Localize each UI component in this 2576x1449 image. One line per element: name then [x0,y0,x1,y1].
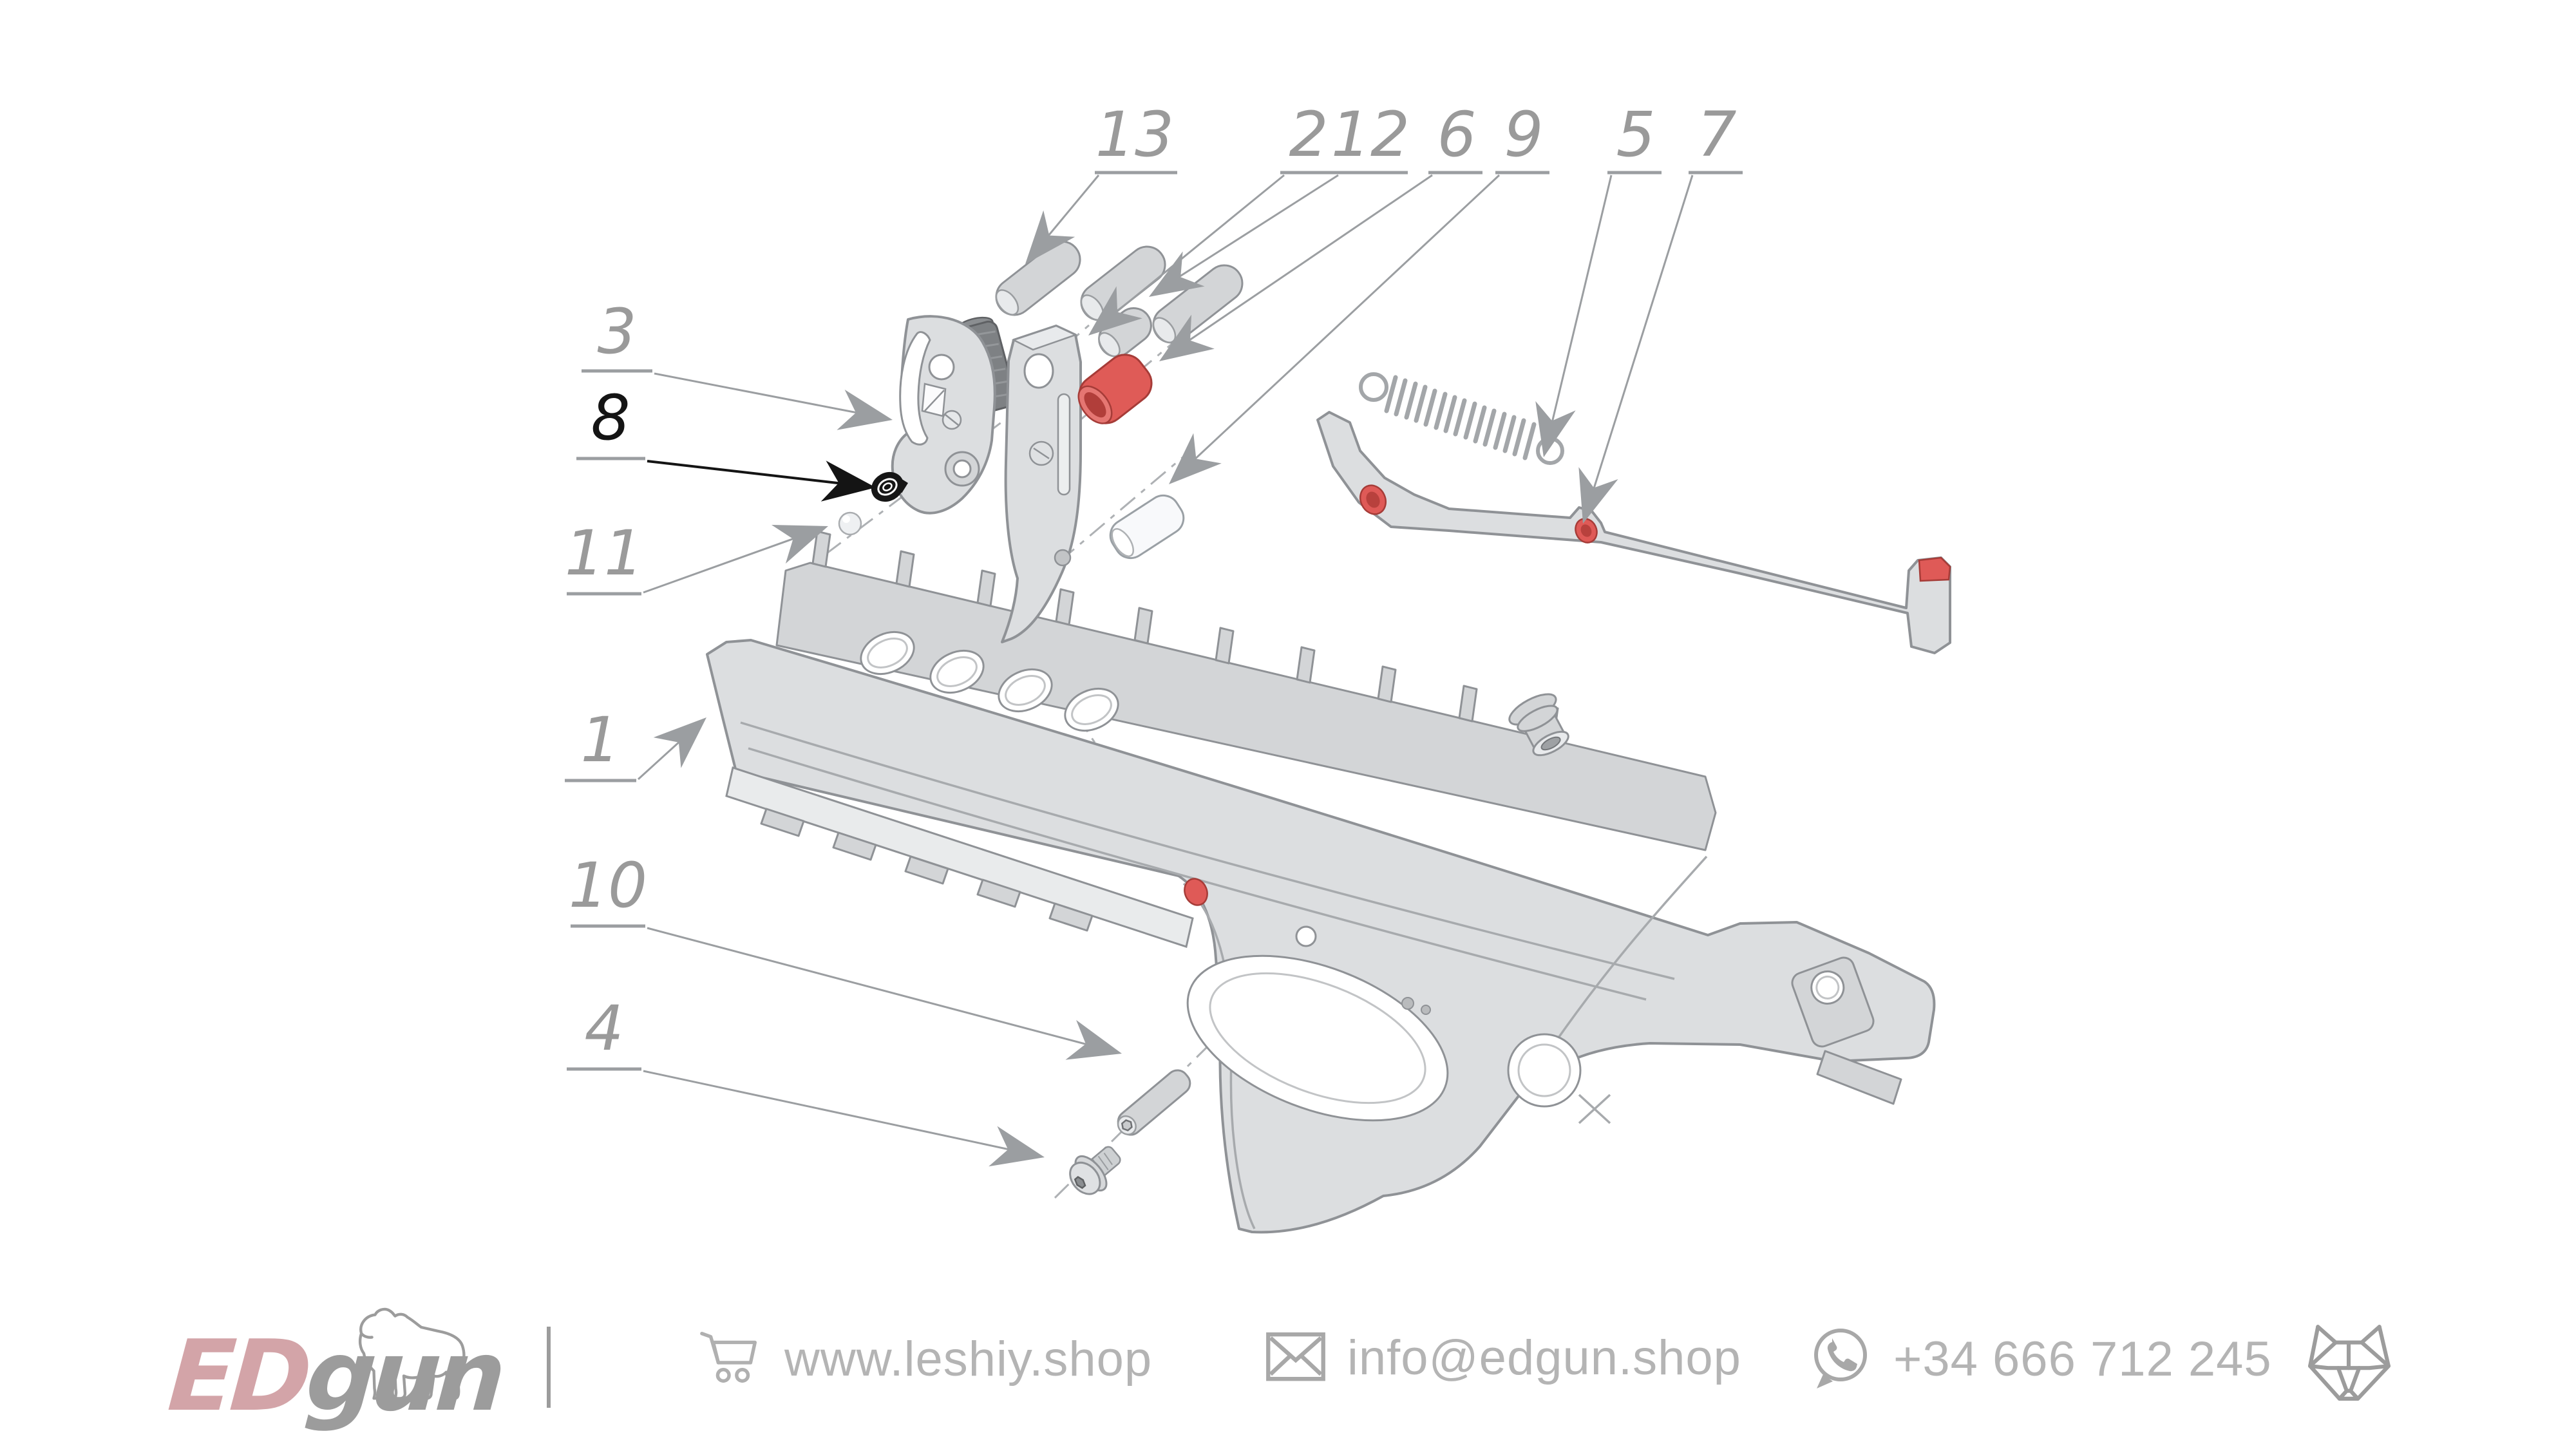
steel-ball-part [838,511,862,536]
callout-9: 9 [1504,99,1543,171]
callout-3: 3 [597,296,636,368]
bushing-part [1508,693,1569,757]
pin-part-13 [995,240,1081,316]
sear-red-tip [1918,556,1951,582]
receiver-holes [860,630,1119,732]
red-bushing-part [1077,354,1153,424]
callout-13: 13 [1095,99,1174,171]
pin-part-6 [1152,264,1244,344]
brand-text-primary: ED [164,1319,311,1433]
envelope-icon [1266,1332,1325,1381]
cart-icon [700,1332,757,1383]
sear-bar-part [1316,411,1951,654]
contact-email[interactable]: info@edgun.shop [1264,1328,1741,1387]
spring-coil [1384,375,1537,460]
receiver-foot [1816,1050,1902,1105]
rail-teeth [760,808,1094,932]
callout-1: 1 [580,704,620,776]
website-text: www.leshiy.shop [784,1331,1153,1387]
callout-10: 10 [569,849,647,922]
screw-part-4 [1069,1146,1121,1195]
black-spring-part [871,471,908,502]
accessory-rail [725,766,1194,948]
contact-website[interactable]: www.leshiy.shop [697,1327,1152,1391]
pivot-pin-part-10 [1117,1069,1191,1136]
receiver-rear-boss [1791,956,1875,1048]
red-index-dot [1184,878,1208,906]
dog-outline-icon [358,1307,466,1400]
grip-pin-hole [1295,925,1317,947]
callout-5: 5 [1616,99,1655,171]
receiver-chassis-part [706,530,1936,1234]
callout-7: 7 [1697,99,1736,171]
trigger-adjuster-part [891,315,996,515]
callout-labels: 13 2 12 6 9 5 7 3 8 11 1 10 4 [565,99,1737,1065]
callout-leader-lines [565,171,1743,1167]
callout-8: 8 [591,382,630,454]
fox-head-icon [2308,1325,2391,1401]
callout-4: 4 [584,992,623,1065]
sear-spring-part [1359,372,1564,465]
trigger-guard-opening [1186,954,1449,1122]
contact-phone[interactable]: +34 666 712 245 [1807,1325,2272,1392]
trigger-blade-part [1001,325,1082,643]
callout-6: 6 [1437,99,1476,171]
white-roller-part [1109,494,1185,560]
footer-divider [547,1327,551,1408]
phone-text: +34 666 712 245 [1893,1331,2272,1387]
email-text: info@edgun.shop [1347,1330,1741,1385]
callout-12: 12 [1331,99,1410,171]
callout-2: 2 [1289,99,1328,171]
phone-icon [1814,1329,1867,1388]
callout-11: 11 [565,517,643,589]
